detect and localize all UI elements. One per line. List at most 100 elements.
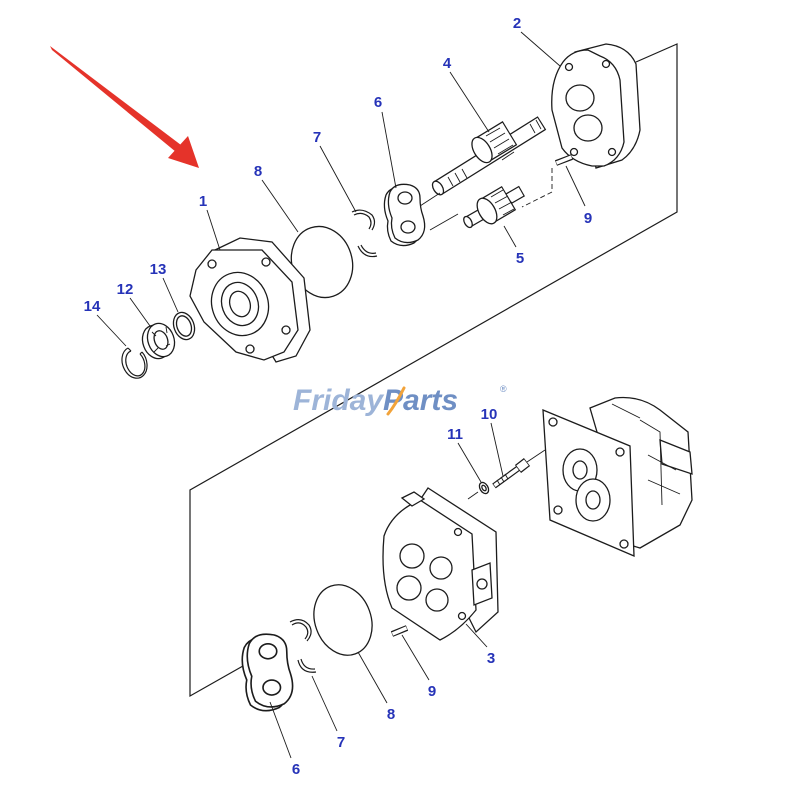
part-1-bolt-hole bbox=[281, 325, 291, 335]
leader-part-8-lower bbox=[357, 651, 388, 704]
part-3-rear-housing bbox=[382, 487, 499, 641]
leader-part-9-upper bbox=[565, 165, 586, 207]
part-10-bolt-threads bbox=[496, 473, 509, 486]
frame-outline bbox=[189, 43, 678, 698]
part-14-ring-ends bbox=[127, 347, 143, 355]
callout-part-12: 12 bbox=[117, 281, 134, 298]
callout-part-3: 3 bbox=[487, 650, 495, 667]
part-9-upper-pin-fill bbox=[555, 155, 573, 165]
part-7-lower-backup-seal bbox=[289, 619, 317, 673]
pump-body-back bbox=[589, 396, 693, 549]
part-2-bolt-hole bbox=[601, 59, 611, 69]
part-2-bolt-hole bbox=[569, 147, 579, 157]
part-14-ring-inner bbox=[125, 350, 146, 377]
leader-part-12 bbox=[129, 297, 151, 327]
part-10-mounting-bolt bbox=[492, 458, 531, 489]
part-9-lower-dowel-pin bbox=[390, 625, 409, 637]
part-1-bolt-hole bbox=[245, 344, 255, 354]
watermark-brand-second: Parts bbox=[383, 384, 458, 417]
callout-part-1: 1 bbox=[199, 193, 207, 210]
leader-part-2 bbox=[520, 31, 561, 67]
part-2-gear-housing bbox=[551, 43, 641, 169]
part-7-lower-clip-bottom bbox=[297, 658, 317, 673]
fridayparts-watermark-logo: FridayParts ® bbox=[293, 384, 507, 417]
callout-part-4: 4 bbox=[443, 55, 452, 72]
part-4-gear-face bbox=[471, 136, 493, 164]
leader-part-6-upper bbox=[381, 111, 397, 189]
part-7-upper-clip-top bbox=[351, 209, 376, 231]
part-11-washer bbox=[478, 481, 490, 495]
part-1-bolt-hole bbox=[207, 259, 217, 269]
pump-body-bolt-hole bbox=[615, 447, 625, 457]
pump-body-rib-lines bbox=[611, 403, 681, 506]
part-1-bolt-hole bbox=[261, 257, 271, 267]
callout-part-7-upper: 7 bbox=[313, 129, 321, 146]
part-14-snap-ring bbox=[121, 347, 148, 379]
callout-part-9-lower: 9 bbox=[428, 683, 436, 700]
part-3-port-hole bbox=[399, 543, 425, 569]
part-6-upper-plate-hole bbox=[400, 220, 416, 234]
part-3-housing-face bbox=[382, 499, 477, 641]
part-5-driven-gear bbox=[463, 185, 525, 229]
part-6-upper-wear-plate bbox=[383, 183, 426, 247]
part-2-bolt-hole bbox=[564, 62, 574, 72]
part-10-bolt-head-fill bbox=[516, 459, 529, 472]
part-4-drive-shaft bbox=[431, 116, 547, 196]
leader-part-7-upper bbox=[319, 145, 357, 213]
watermark-registered-mark: ® bbox=[500, 384, 507, 394]
part-12-seal-hatching bbox=[151, 326, 171, 353]
red-arrow-shaft bbox=[50, 46, 181, 152]
pump-body-bore-hub bbox=[572, 460, 588, 480]
callout-part-9-upper: 9 bbox=[584, 210, 592, 227]
part-4-spline-lines bbox=[447, 119, 542, 187]
red-arrow-head bbox=[168, 136, 199, 168]
pump-body-bore-hub bbox=[585, 490, 601, 510]
part-7-lower-clip-top bbox=[289, 619, 312, 642]
part-8-lower-gasket bbox=[313, 584, 373, 656]
part-2-bolt-hole bbox=[607, 147, 617, 157]
part-11-washer-inner bbox=[481, 484, 487, 492]
bolt-alignment-line bbox=[467, 449, 546, 500]
leader-part-6-lower bbox=[269, 701, 292, 759]
leader-part-9-lower bbox=[401, 634, 430, 681]
pump-body-bolt-hole bbox=[548, 417, 558, 427]
part-6-lower-wear-plate bbox=[241, 633, 294, 712]
callout-part-7-lower: 7 bbox=[337, 734, 345, 751]
part-3-top-ear bbox=[400, 491, 426, 507]
part-7-upper-backup-seal bbox=[351, 209, 378, 258]
leader-lines bbox=[96, 31, 586, 759]
part-3-face-bolt-hole bbox=[457, 611, 467, 621]
part-5-gear-teeth bbox=[490, 189, 515, 216]
part-6-lower-plate-hole bbox=[262, 679, 282, 696]
red-arrow-icon bbox=[50, 46, 199, 168]
callout-part-6-lower: 6 bbox=[292, 761, 300, 778]
callout-part-13: 13 bbox=[150, 261, 167, 278]
pump-body-bolt-hole bbox=[553, 505, 563, 515]
part-12-oil-seal bbox=[141, 322, 176, 360]
pin-alignment-line-upper bbox=[521, 168, 553, 208]
watermark-brand-text: FridayParts bbox=[293, 384, 458, 417]
pump-body-bolt-hole bbox=[619, 539, 629, 549]
part-4-shaft-end bbox=[431, 180, 445, 196]
part-2-gear-bore-upper bbox=[565, 84, 595, 112]
part-5-shaft-end bbox=[463, 215, 473, 229]
part-13-ring-inner bbox=[175, 315, 193, 337]
part-12-seal-inner bbox=[153, 330, 169, 350]
watermark-accent-swoosh bbox=[386, 386, 406, 416]
part-9-lower-pin-fill bbox=[391, 626, 408, 636]
part-1-front-cover bbox=[189, 237, 311, 363]
part-14-ring-outer bbox=[121, 347, 148, 379]
part-7-upper-clip-bottom bbox=[357, 244, 378, 258]
part-9-upper-dowel-pin bbox=[554, 154, 574, 166]
leader-part-5 bbox=[503, 225, 517, 248]
part-1-bore-inner bbox=[228, 290, 252, 318]
callout-part-6-upper: 6 bbox=[374, 94, 382, 111]
part-4-gear-teeth bbox=[485, 127, 515, 161]
leader-part-11 bbox=[457, 442, 482, 483]
part-3-side-port bbox=[476, 578, 488, 590]
leader-part-10 bbox=[490, 422, 504, 477]
part-3-port-hole bbox=[425, 588, 449, 612]
part-3-port-hole bbox=[429, 556, 453, 580]
callout-part-5: 5 bbox=[516, 250, 524, 267]
